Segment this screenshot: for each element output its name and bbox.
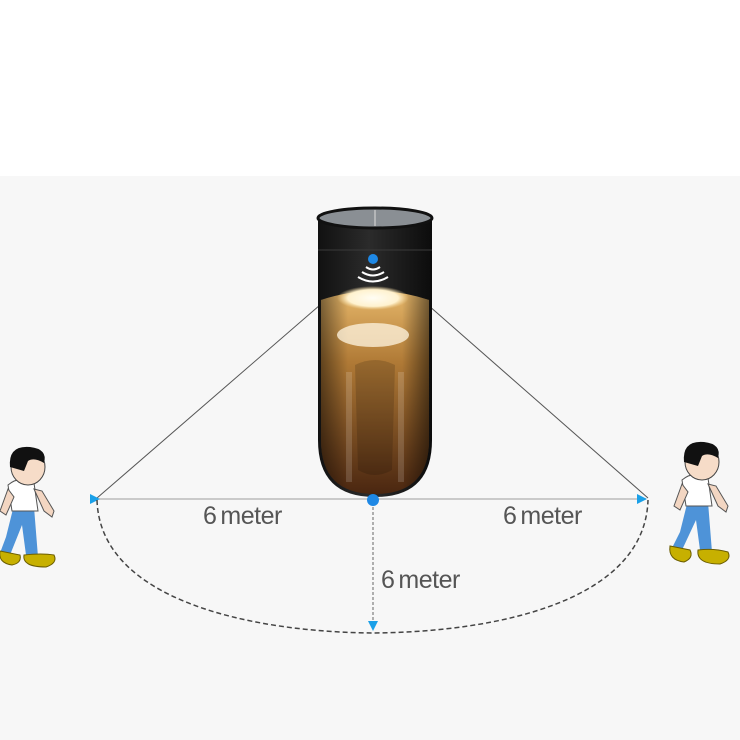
sensor-lamp [316,206,434,497]
motion-sensor-icon [357,266,389,283]
left-detection-line [96,304,321,499]
center-dot [367,494,379,506]
sensor-dot [368,254,378,264]
left-distance-value: 6 [203,502,217,530]
walking-boy-left-icon [0,446,56,568]
forward-distance-unit: meter [398,566,460,594]
right-distance-unit: meter [520,502,582,530]
right-distance-value: 6 [503,502,517,530]
light-source [337,286,409,310]
right-detection-line [427,304,649,499]
detection-arc [96,499,649,634]
forward-distance-value: 6 [381,566,395,594]
walking-boy-right-icon [669,441,730,565]
left-distance-unit: meter [220,502,282,530]
